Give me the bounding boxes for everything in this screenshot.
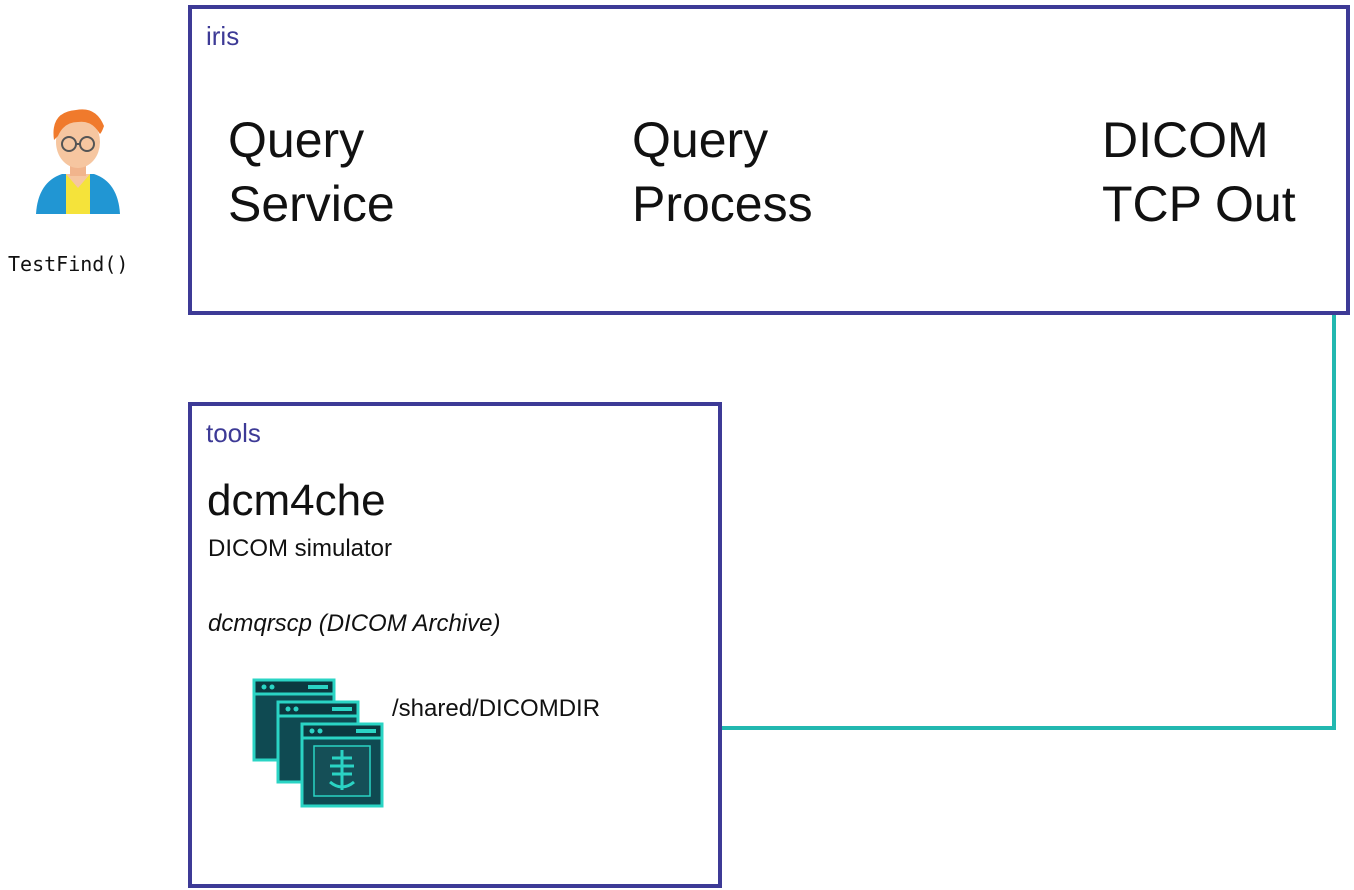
iris-container-label: iris [206,21,240,51]
dicomdir-path: /shared/DICOMDIR [392,695,601,722]
developer-avatar-icon [36,109,120,214]
dicom-server-stack-icon [252,678,384,808]
node-query-service: Query Service [228,112,395,232]
node-dicom-tcp-out: DICOM TCP Out [1102,112,1296,232]
iris-container: iris [188,5,1350,315]
caller-label: TestFind() [8,252,129,276]
tools-container: tools [188,402,722,888]
tools-container-label: tools [206,418,261,448]
archive-name: dcmqrscp (DICOM Archive) [208,610,501,637]
dcm4che-title: dcm4che [207,476,386,525]
server-panel-front [300,722,384,808]
node-query-process: Query Process [632,112,813,232]
dcm4che-subtitle: DICOM simulator [208,535,393,562]
